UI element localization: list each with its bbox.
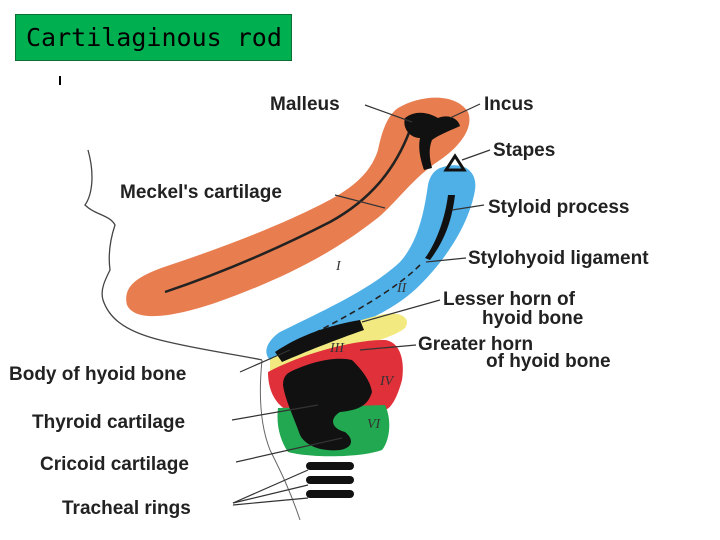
tick-mark (59, 76, 61, 85)
numeral-ii: II (396, 281, 408, 296)
label-meckels-cartilage: Meckel's cartilage (120, 182, 282, 203)
neck-outline (259, 359, 301, 521)
label-styloid-process: Styloid process (488, 197, 630, 218)
label-lesser-horn-line2: hyoid bone (482, 308, 583, 329)
thyroid-cricoid-shape (283, 358, 372, 451)
numeral-vi: VI (367, 417, 382, 432)
label-incus: Incus (484, 94, 534, 115)
numeral-i: I (335, 259, 342, 274)
label-tracheal-rings: Tracheal rings (62, 498, 191, 519)
label-malleus: Malleus (270, 94, 340, 115)
tracheal-ring-3 (306, 490, 354, 498)
label-stapes: Stapes (493, 140, 555, 161)
tracheal-ring-1 (306, 462, 354, 470)
numeral-iv: IV (379, 374, 395, 389)
malleus-incus-shape (404, 112, 460, 170)
label-greater-horn-line1: Greater horn (418, 334, 533, 355)
title-banner: Cartilaginous rod (15, 14, 292, 61)
face-outline (84, 149, 263, 361)
label-lesser-horn-line1: Lesser horn of (443, 289, 576, 310)
stylohyoid-dash (304, 264, 421, 339)
arch-1-region (126, 97, 470, 317)
label-body-of-hyoid: Body of hyoid bone (9, 364, 186, 385)
styloid-shape (425, 195, 455, 260)
numeral-iii: III (329, 341, 345, 356)
label-thyroid-cartilage: Thyroid cartilage (32, 412, 185, 433)
arch-2-region (266, 165, 476, 360)
label-stylohyoid-ligament: Stylohyoid ligament (468, 248, 649, 269)
stapes-shape (443, 153, 467, 172)
tracheal-ring-2 (306, 476, 354, 484)
page-title: Cartilaginous rod (26, 23, 282, 52)
meckels-cartilage-line (164, 129, 412, 294)
label-greater-horn-line2: of hyoid bone (486, 351, 611, 372)
label-cricoid-cartilage: Cricoid cartilage (40, 454, 189, 475)
leader-lines (231, 103, 491, 506)
hyoid-body-shape (275, 320, 364, 362)
